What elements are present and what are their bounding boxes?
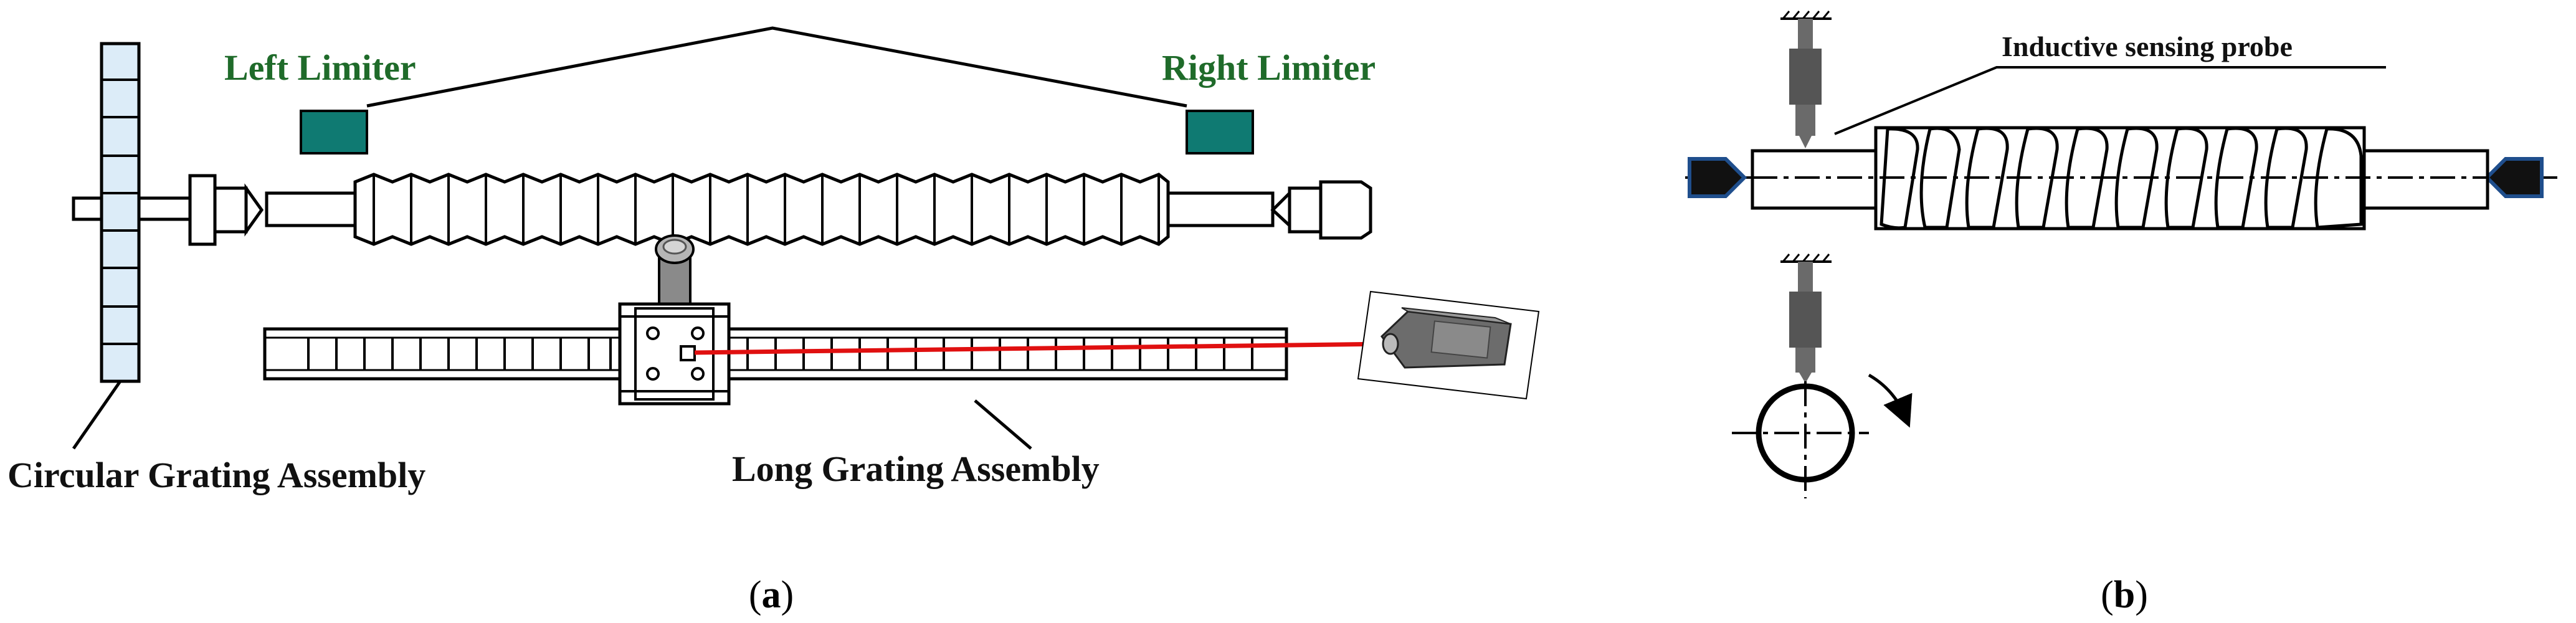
screw-right-journal-b — [2362, 149, 2489, 210]
carriage-connector — [655, 234, 695, 312]
left-limiter-block — [300, 110, 368, 155]
panel-a: Left Limiter Right Limiter Circular Grat… — [7, 26, 1540, 616]
screw-thread-outline — [353, 173, 1170, 246]
screw-thread-lines — [373, 176, 1160, 243]
left-limiter-label: Left Limiter — [224, 47, 416, 88]
screw-right-journal — [1166, 191, 1275, 227]
probe-leader — [1834, 66, 2386, 135]
laser-beam — [694, 341, 1389, 355]
circular-grating-assembly — [72, 42, 192, 383]
circular-grating-leader — [72, 380, 122, 450]
circular-grating-label: Circular Grating Assembly — [7, 455, 425, 495]
screw-shaft — [265, 173, 1275, 246]
caption-a: (a) — [749, 574, 794, 616]
long-grating-label: Long Grating Assembly — [732, 449, 1100, 489]
right-limiter-label: Right Limiter — [1162, 47, 1376, 88]
rotation-arrow — [1868, 373, 1913, 428]
right-center-tip — [2484, 157, 2544, 198]
left-shaft-stub — [72, 196, 103, 221]
top-probe — [1780, 11, 1832, 148]
probe-label: Inductive sensing probe — [2002, 31, 2293, 62]
screw-body-b — [1751, 126, 2489, 231]
bottom-probe — [1780, 254, 1832, 383]
laser-interferometer — [1357, 290, 1540, 400]
left-center-tip — [1688, 157, 1747, 198]
screw-left-journal-b — [1751, 149, 1878, 210]
limiter-leader-line — [366, 26, 1187, 108]
helical-threads — [1880, 126, 2363, 230]
right-center — [1270, 180, 1372, 240]
long-grating-leader — [974, 399, 1032, 450]
screw-cross-section — [1732, 381, 1869, 498]
circular-grating-segments — [102, 78, 139, 345]
left-shaft — [137, 196, 192, 221]
panel-b: Inductive sensing probe (b) — [1685, 11, 2560, 616]
long-grating-lines — [307, 338, 1253, 370]
left-center — [188, 174, 264, 246]
screw-left-journal — [265, 191, 357, 227]
circular-grating-body — [100, 42, 141, 383]
long-grating-assembly — [263, 302, 1288, 406]
right-limiter-block — [1186, 110, 1254, 155]
caption-b: (b) — [2101, 574, 2148, 616]
